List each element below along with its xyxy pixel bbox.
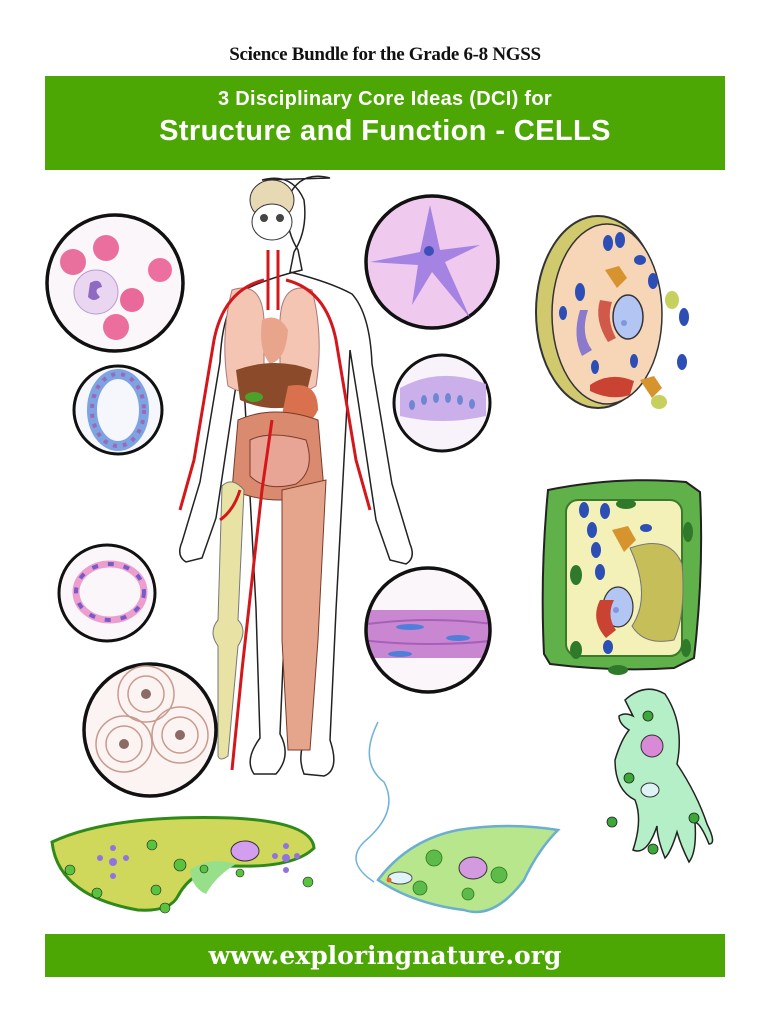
gland-cells-circle — [72, 364, 164, 456]
footer-banner: www.exploringnature.org — [45, 934, 725, 977]
columnar-epithelium-circle — [392, 353, 492, 453]
animal-cell — [535, 215, 689, 409]
paramecium — [50, 816, 316, 914]
website-link[interactable]: www.exploringnature.org — [208, 941, 562, 970]
page-subtitle: Science Bundle for the Grade 6-8 NGSS — [229, 44, 541, 65]
human-body — [178, 175, 413, 777]
illustration-collage — [45, 175, 714, 914]
capillary-circle — [57, 543, 157, 643]
neuron-circle — [364, 194, 500, 330]
amoeba — [606, 688, 714, 864]
banner-line-1: 3 Disciplinary Core Ideas (DCI) for — [218, 88, 552, 110]
title-banner: 3 Disciplinary Core Ideas (DCI) for Stru… — [45, 76, 725, 170]
euglena — [355, 721, 561, 914]
plant-cell — [541, 479, 703, 675]
banner-title: Structure and Function - CELLS — [159, 115, 611, 147]
bone-cells-circle — [82, 662, 218, 798]
blood-cells-circle — [45, 213, 185, 353]
muscle-circle — [364, 566, 492, 694]
